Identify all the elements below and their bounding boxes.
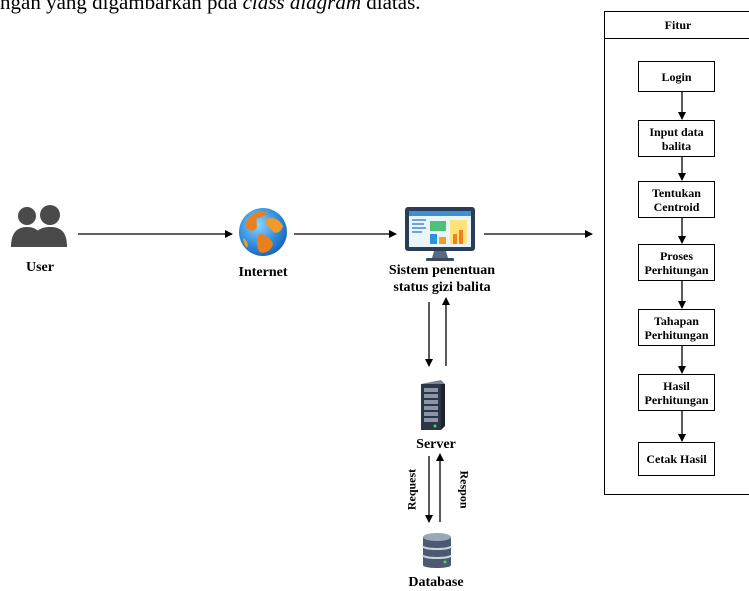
server-icon — [421, 380, 445, 430]
step-cetak-hasil: Cetak Hasil — [638, 442, 715, 476]
caption-part-c: diatas. — [361, 0, 421, 14]
globe-icon — [239, 208, 287, 256]
system-label-line2: status gizi balita — [393, 280, 491, 295]
step-login: Login — [638, 61, 715, 92]
caption-text: ngan yang digambarkan pda class diagram … — [0, 0, 421, 15]
database-icon — [422, 533, 452, 568]
system-label: Sistem penentuan status gizi balita — [378, 262, 506, 296]
users-icon — [11, 205, 67, 247]
caption-part-b: class diagram — [242, 0, 362, 14]
features-title: Fitur — [605, 12, 749, 39]
monitor-icon — [405, 207, 475, 261]
internet-label: Internet — [238, 265, 288, 280]
system-label-line1: Sistem penentuan — [388, 263, 496, 278]
database-label: Database — [408, 575, 464, 590]
user-label: User — [26, 260, 54, 275]
request-label: Request — [404, 468, 419, 511]
caption-part-a: ngan yang digambarkan pda — [0, 0, 243, 14]
respon-label: Respon — [457, 470, 472, 509]
server-label: Server — [416, 437, 456, 452]
